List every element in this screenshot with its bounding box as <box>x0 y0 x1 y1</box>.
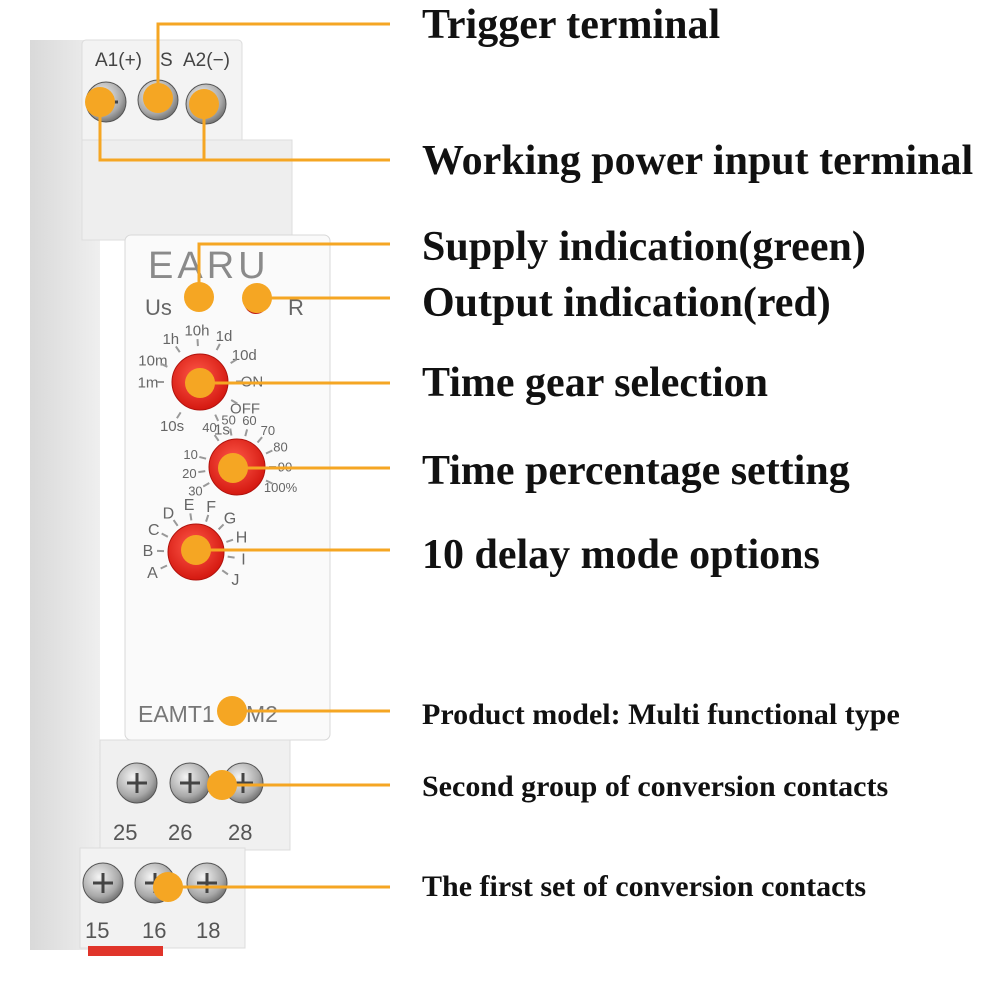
callout-delay-mode: 10 delay mode options <box>422 534 820 576</box>
terminal-label-28: 28 <box>228 820 252 845</box>
terminal-label-15: 15 <box>85 918 109 943</box>
dial-tick <box>190 513 191 520</box>
marker-dot <box>143 83 173 113</box>
model-suffix: M2 <box>246 701 278 727</box>
marker-dot <box>184 282 214 312</box>
marker-dot <box>207 770 237 800</box>
dial-tick <box>230 429 231 436</box>
marker-dot <box>181 535 211 565</box>
mode-scale-label: I <box>241 552 245 569</box>
din-clip <box>88 946 163 956</box>
time-gear-scale-label: 1d <box>216 328 233 345</box>
screw-terminal[interactable] <box>170 763 210 803</box>
callout-product-model: Product model: Multi functional type <box>422 700 900 730</box>
bottom-terminals: 15 16 18 <box>83 863 227 943</box>
mode-scale-label: A <box>147 565 158 582</box>
led-label-us: Us <box>145 295 172 320</box>
mode-scale-label: H <box>236 530 248 547</box>
percentage-scale-label: 50 <box>221 412 235 427</box>
dial-tick <box>198 471 205 472</box>
relay-body <box>30 40 330 956</box>
percentage-scale-label: 20 <box>182 466 196 481</box>
time-gear-scale-label: 1h <box>162 331 179 348</box>
percentage-scale-label: 40 <box>202 420 216 435</box>
mode-scale-label: F <box>206 499 216 516</box>
model-label: EAMT1 <box>138 701 215 727</box>
marker-dot <box>217 696 247 726</box>
callout-output-indication: Output indication(red) <box>422 282 831 324</box>
time-gear-scale-label: 10d <box>232 347 257 364</box>
mode-scale-label: E <box>184 497 195 514</box>
mode-scale-label: C <box>148 522 160 539</box>
terminal-label-25: 25 <box>113 820 137 845</box>
mode-scale-label: J <box>231 572 239 589</box>
marker-dot <box>185 368 215 398</box>
mode-scale-label: B <box>143 543 154 560</box>
marker-dot <box>189 89 219 119</box>
terminal-label-a1: A1(+) <box>95 50 142 71</box>
callout-second-group: Second group of conversion contacts <box>422 772 888 802</box>
mode-scale-label: G <box>224 511 236 528</box>
marker-dot <box>242 283 272 313</box>
callout-time-percentage: Time percentage setting <box>422 450 850 492</box>
time-gear-scale-label: 10s <box>160 418 184 435</box>
callout-time-gear: Time gear selection <box>422 362 768 404</box>
percentage-scale-label: 60 <box>242 413 256 428</box>
percentage-scale-label: 80 <box>273 439 287 454</box>
brand-logo: EARU <box>148 245 270 287</box>
callout-supply-indication: Supply indication(green) <box>422 226 866 268</box>
screw-terminal[interactable] <box>187 863 227 903</box>
marker-dot <box>218 453 248 483</box>
marker-dot <box>153 872 183 902</box>
percentage-scale-label: 10 <box>183 447 197 462</box>
callout-first-set: The first set of conversion contacts <box>422 872 866 902</box>
screw-terminal[interactable] <box>83 863 123 903</box>
percentage-scale-label: 70 <box>261 423 275 438</box>
callout-working-power: Working power input terminal <box>422 140 973 182</box>
body-shoulder <box>82 140 292 240</box>
time-gear-scale-label: 10h <box>184 322 209 339</box>
time-gear-scale-label: 1m <box>138 374 159 391</box>
terminal-label-26: 26 <box>168 820 192 845</box>
time-gear-scale-label: 10m <box>138 352 167 369</box>
marker-dot <box>85 87 115 117</box>
callout-trigger-terminal: Trigger terminal <box>422 4 720 46</box>
screw-terminal[interactable] <box>117 763 157 803</box>
dial-tick <box>228 557 235 558</box>
terminal-label-a2: A2(−) <box>183 50 230 71</box>
terminal-label-s: S <box>160 50 173 71</box>
terminal-label-16: 16 <box>142 918 166 943</box>
terminal-label-18: 18 <box>196 918 220 943</box>
mode-scale-label: D <box>163 505 175 522</box>
